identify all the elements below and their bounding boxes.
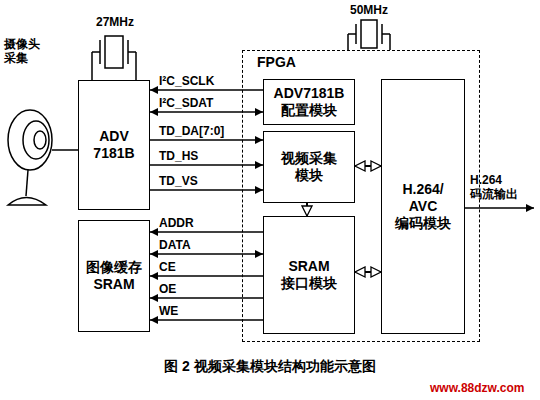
signal-line — [150, 111, 263, 113]
signal-line — [150, 231, 263, 233]
bus-arrow — [355, 165, 381, 167]
fpga-region: FPGA ADV7181B 配置模块视频采集 模块 SRAM 接口模块 H.264/ … — [242, 50, 480, 342]
box-label: H.264/ AVC 编码模块 — [391, 181, 455, 231]
bus-arrow — [355, 271, 381, 273]
signal-name: OE — [158, 283, 177, 296]
watermark: www.88dzw.com — [430, 382, 538, 396]
signal-line — [150, 189, 263, 191]
signal-name: DATA — [158, 239, 192, 252]
signal-name: I²C_SDAT — [158, 97, 214, 110]
memory-box: 图像缓存 SRAM — [78, 220, 150, 332]
frequency-label: 50MHz — [350, 4, 410, 18]
box-label: ADV 7181B — [88, 128, 140, 162]
module-box: ADV7181B 配置模块 — [263, 79, 355, 125]
region-title: FPGA — [257, 54, 296, 71]
module-box: H.264/ AVC 编码模块 — [381, 79, 465, 334]
crystal-symbol — [348, 20, 390, 50]
output-label: H.264 码流输出 — [470, 174, 534, 202]
signal-line — [150, 139, 263, 141]
chip-box: ADV 7181B — [78, 80, 150, 210]
signal-name: CE — [158, 261, 177, 274]
module-box: 视频采集 模块 — [263, 131, 355, 203]
signal-name: TD_HS — [158, 150, 199, 163]
video-wire — [52, 149, 78, 151]
signal-line — [150, 275, 263, 277]
signal-line — [150, 89, 263, 91]
signal-line — [150, 297, 263, 299]
signal-line — [150, 319, 263, 321]
device-label: 摄像头 采集 — [4, 38, 54, 66]
camera-icon — [8, 110, 52, 205]
box-label: SRAM 接口模块 — [277, 258, 341, 292]
output-arrow — [464, 207, 534, 209]
crystal-symbol — [92, 36, 136, 80]
signal-name: TD_DA[7:0] — [158, 125, 225, 138]
signal-line — [150, 164, 263, 166]
box-label: ADV7181B 配置模块 — [267, 85, 351, 119]
module-box: SRAM 接口模块 — [263, 216, 355, 334]
signal-name: TD_VS — [158, 175, 199, 188]
signal-name: I²C_SCLK — [158, 75, 215, 88]
box-label: 图像缓存 SRAM — [83, 259, 145, 293]
signal-line — [150, 253, 263, 255]
signal-name: ADDR — [158, 217, 195, 230]
bus-arrow — [306, 203, 308, 216]
box-label: 视频采集 模块 — [278, 150, 340, 184]
figure-caption: 图 2 视频采集模块结构功能示意图 — [0, 358, 540, 374]
signal-name: WE — [158, 305, 179, 318]
frequency-label: 27MHz — [96, 16, 156, 30]
